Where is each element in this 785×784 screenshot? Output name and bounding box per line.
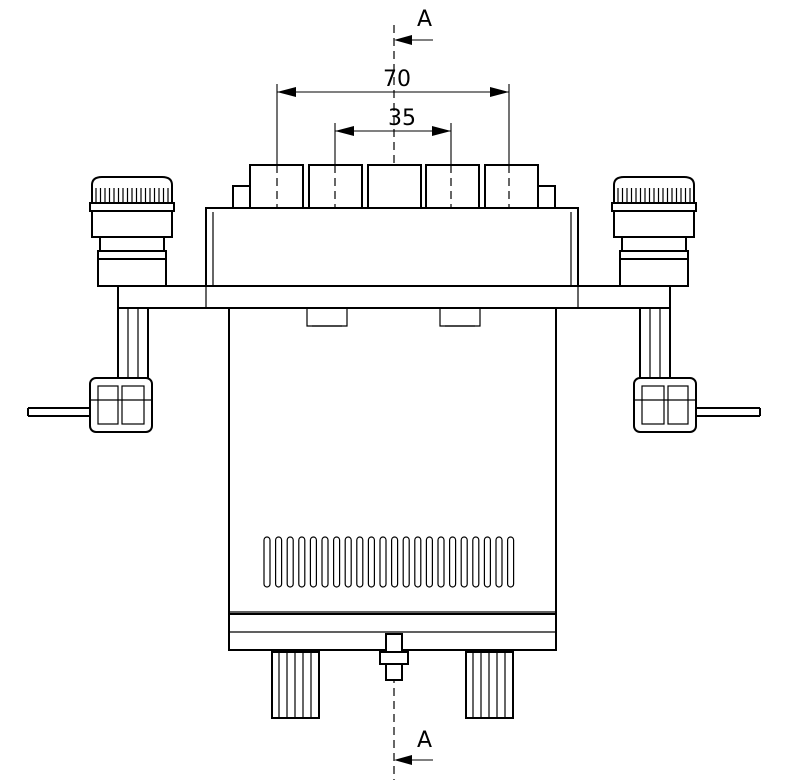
- section-marker-top: A: [394, 7, 433, 45]
- vent-slot: [483, 536, 491, 588]
- vent-slot: [495, 536, 503, 588]
- vent-slot: [507, 536, 515, 588]
- section-label-bottom: A: [417, 728, 432, 753]
- vent-slot: [263, 536, 271, 588]
- button-5: [484, 164, 539, 209]
- vent-slot: [275, 536, 283, 588]
- vent-slot: [391, 536, 399, 588]
- vent-slot: [356, 536, 364, 588]
- vent-slot: [460, 536, 468, 588]
- vent-slot: [309, 536, 317, 588]
- dimension-35-label: 35: [388, 106, 416, 131]
- center-stud: [379, 633, 409, 681]
- vent-slot: [344, 536, 352, 588]
- mounting-plate: [117, 285, 671, 309]
- section-label-top: A: [417, 7, 432, 32]
- terminal-right: [465, 651, 514, 719]
- vent-slot: [379, 536, 387, 588]
- vent-slot: [414, 536, 422, 588]
- dimension-70: 70: [276, 67, 510, 165]
- button-4: [425, 164, 480, 209]
- housing: [228, 307, 557, 615]
- right-clamp: [611, 176, 761, 433]
- vent-slot: [402, 536, 410, 588]
- terminal-left: [271, 651, 320, 719]
- vent-slot: [321, 536, 329, 588]
- vent-slot: [286, 536, 294, 588]
- vent-slot: [333, 536, 341, 588]
- vent-slot: [449, 536, 457, 588]
- section-marker-bottom: A: [394, 728, 433, 765]
- button-3: [367, 164, 422, 209]
- dimension-35: 35: [334, 106, 452, 165]
- front-bezel: [205, 207, 579, 289]
- vent-slot: [472, 536, 480, 588]
- vent-slot: [437, 536, 445, 588]
- left-clamp: [27, 176, 175, 433]
- vent-slot: [298, 536, 306, 588]
- button-row: [232, 164, 556, 225]
- vent-slot: [425, 536, 433, 588]
- dimension-70-label: 70: [383, 67, 411, 92]
- vent-slots: [263, 536, 515, 588]
- vent-slot: [367, 536, 375, 588]
